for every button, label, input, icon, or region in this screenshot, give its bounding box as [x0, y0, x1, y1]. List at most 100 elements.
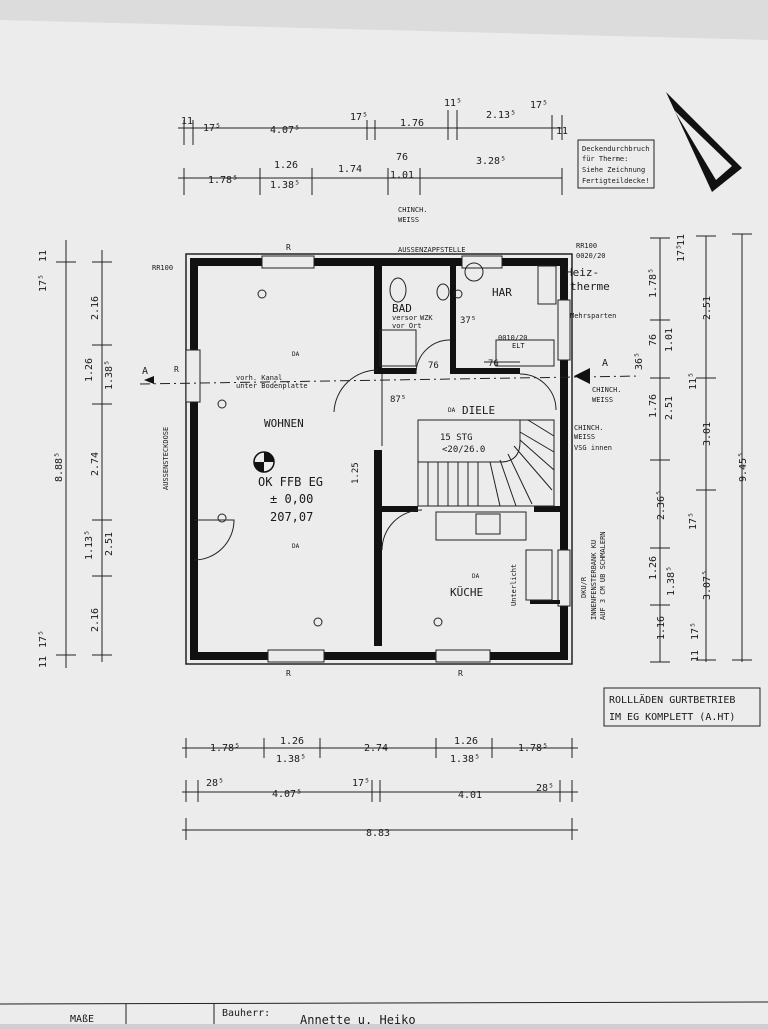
- dim-label: 4.07⁵: [272, 789, 302, 800]
- annotation: R: [286, 669, 291, 678]
- annotation: DA: [472, 573, 480, 580]
- bottom-dim-row2: 28⁵ 4.07⁵ 17⁵ 4.01 28⁵: [206, 778, 554, 801]
- dim-label: 1.26: [454, 736, 478, 747]
- room-labels: WOHNEN DIELE BAD HAR KÜCHE: [264, 286, 512, 599]
- dim-label: 1.38⁵: [104, 360, 115, 390]
- annotation: CHINCH.: [574, 424, 604, 432]
- dim-label: 2.36⁵: [656, 490, 667, 520]
- dim-label: 11: [556, 126, 568, 137]
- annotation: 76: [428, 361, 439, 371]
- dim-label: 1.38⁵: [450, 754, 480, 765]
- dim-label: 36⁵: [634, 352, 645, 370]
- annotation: Unterlicht: [510, 564, 518, 606]
- dim-label: 17⁵: [38, 630, 49, 648]
- dim-label: 1.78⁵: [648, 268, 659, 298]
- annotation: DA: [292, 351, 300, 358]
- top-dim-row1: 11 17⁵ 4.07⁵ 17⁵ 1.76 11⁵ 2.13⁵ 17⁵ 11: [181, 98, 568, 137]
- annotation: R: [174, 365, 179, 374]
- level-zero: ± 0,00: [270, 492, 313, 506]
- left-dim-chain: 11 17⁵ 2.16 1.26 1.38⁵ 2.74 1.13⁵ 2.51 2…: [38, 250, 115, 668]
- annotation: RR100: [152, 264, 173, 272]
- paper-sheet: [0, 20, 768, 1024]
- dim-label: 2.13⁵: [486, 110, 516, 121]
- north-arrow-icon: [666, 92, 742, 192]
- room-bad: BAD: [392, 302, 412, 315]
- title-block-cell: Annette u. Heiko: [300, 1013, 416, 1024]
- dim-label: 28⁵: [536, 783, 554, 794]
- dim-label: 17⁵: [38, 274, 49, 292]
- dim-label: 2.16: [90, 608, 101, 632]
- dim-label: 1.26: [274, 160, 298, 171]
- dim-label: 8.88⁵: [54, 452, 65, 482]
- right-dimension-lines: [650, 233, 752, 663]
- dim-label: 11⁵: [444, 98, 462, 109]
- dim-label: 2.51: [702, 296, 713, 320]
- dim-label: 1.78⁵: [518, 743, 548, 754]
- annotation: CHINCH.: [592, 386, 622, 394]
- bathroom-fixtures: [379, 262, 557, 601]
- section-line: A A: [139, 358, 641, 385]
- note-line: Fertigteildecke!: [582, 177, 649, 185]
- dim-label: 17⁵: [676, 244, 687, 262]
- annotation: 37⁵: [460, 316, 476, 326]
- dim-label: 1.78⁵: [208, 175, 238, 186]
- room-wohnen: WOHNEN: [264, 417, 304, 430]
- dim-label: 1.74: [338, 164, 362, 175]
- annotation: CHINCH.: [398, 206, 428, 214]
- annotation: 1.25: [351, 462, 361, 484]
- annotation: WZK: [420, 314, 433, 322]
- staircase: [417, 419, 555, 507]
- level-marker-icon: [253, 451, 275, 473]
- annotation: VSG innen: [574, 444, 612, 452]
- annotation: DKU/R: [580, 576, 588, 598]
- dim-label: 1.76: [648, 394, 659, 418]
- annotation: unter Bodenplatte: [236, 382, 308, 390]
- annotation: DA: [292, 543, 300, 550]
- dim-label: 17⁵: [530, 100, 548, 111]
- title-block-cell: Bauherr:: [222, 1008, 270, 1019]
- dim-label: 1.38⁵: [666, 566, 677, 596]
- annotation: 87⁵: [390, 395, 406, 405]
- dim-label: 11: [38, 250, 49, 262]
- room-kuche: KÜCHE: [450, 586, 483, 599]
- annotation: R: [458, 669, 463, 678]
- annotation: vor Ort: [392, 322, 422, 330]
- top-dim-row2: 1.78⁵ 1.26 1.38⁵ 1.74 76 1.01 3.28⁵: [208, 152, 506, 191]
- dim-label: 1.26: [648, 556, 659, 580]
- annotation: DA: [448, 407, 456, 414]
- dim-label: 17⁵: [690, 622, 701, 640]
- windows: [185, 255, 571, 663]
- note-line: Deckendurchbruch: [582, 145, 649, 153]
- dim-label: 11⁵: [688, 372, 699, 390]
- annotation: WEISS: [398, 216, 419, 224]
- annotation: Heiz-: [566, 266, 599, 279]
- dim-label: 76: [648, 334, 659, 346]
- annotation: vorh. Kanal: [236, 374, 282, 382]
- dim-label: 1.26: [84, 358, 95, 382]
- dim-label: 1.01: [664, 328, 675, 352]
- bottom-dimension-lines: [182, 738, 578, 840]
- dim-label-total-width: 8.83: [366, 828, 390, 839]
- dim-label: 1.01: [390, 170, 414, 181]
- dim-label: 76: [396, 152, 408, 163]
- dim-label: 3.07⁵: [702, 570, 713, 600]
- dim-label: 2.74: [364, 743, 388, 754]
- level-height: 207,07: [270, 510, 313, 524]
- dim-label: 1.76: [400, 118, 424, 129]
- room-har: HAR: [492, 286, 512, 299]
- dim-label: 4.07⁵: [270, 125, 300, 136]
- dim-label: 4.01: [458, 790, 482, 801]
- section-a-label-left: A: [142, 366, 148, 377]
- annotation: versor: [392, 314, 417, 322]
- dim-label: 1.78⁵: [210, 743, 240, 754]
- dim-label: 1.38⁵: [270, 180, 300, 191]
- annotation: WEISS: [574, 433, 595, 441]
- annotation: therme: [570, 280, 610, 293]
- dim-label: 11: [38, 656, 49, 668]
- shutter-note: ROLLLÄDEN GURTBETRIEB IM EG KOMPLETT (A.…: [603, 687, 761, 727]
- stair-info: 15 STG <20/26.0: [440, 433, 485, 455]
- dim-label: 17⁵: [352, 778, 370, 789]
- dim-label: 1.38⁵: [276, 754, 306, 765]
